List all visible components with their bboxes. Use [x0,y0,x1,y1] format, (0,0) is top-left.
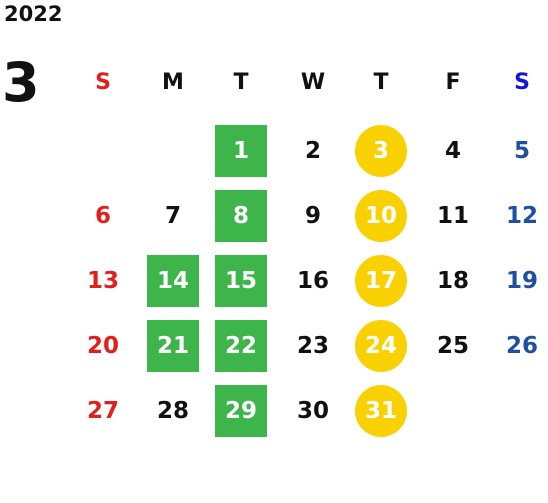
day-cell[interactable]: 20 [86,333,119,359]
day-cell[interactable]: 13 [86,268,119,294]
day-cell[interactable]: 4 [444,138,461,164]
day-cell[interactable]: 26 [505,333,538,359]
day-cell[interactable]: 28 [156,398,189,424]
day-cell[interactable]: 12 [505,203,538,229]
weekday-header: T [233,69,249,95]
day-cell[interactable]: 6 [94,203,111,229]
weekday-header: M [162,69,184,95]
weekday-header: F [445,69,461,95]
day-cell[interactable]: 22 [215,320,267,372]
weekday-header: S [514,69,530,95]
day-cell[interactable]: 9 [304,203,321,229]
day-cell[interactable]: 15 [215,255,267,307]
day-cell[interactable]: 2 [304,138,321,164]
day-cell[interactable]: 17 [355,255,407,307]
day-cell[interactable]: 24 [355,320,407,372]
day-cell[interactable]: 29 [215,385,267,437]
weekday-header: T [373,69,389,95]
month-number: 3 [2,51,40,114]
day-cell[interactable]: 10 [355,190,407,242]
day-cell[interactable]: 3 [355,125,407,177]
day-cell[interactable]: 8 [215,190,267,242]
day-cell[interactable]: 14 [147,255,199,307]
weekday-header: S [95,69,111,95]
day-cell[interactable]: 18 [436,268,469,294]
day-cell[interactable]: 19 [505,268,538,294]
day-cell[interactable]: 7 [164,203,181,229]
day-cell[interactable]: 23 [296,333,329,359]
weekday-header: W [300,69,326,95]
day-cell[interactable]: 27 [86,398,119,424]
day-cell[interactable]: 25 [436,333,469,359]
day-cell[interactable]: 1 [215,125,267,177]
year-label: 2022 [4,2,63,26]
day-cell[interactable]: 30 [296,398,329,424]
day-cell[interactable]: 11 [436,203,469,229]
day-cell[interactable]: 5 [513,138,530,164]
day-cell[interactable]: 31 [355,385,407,437]
day-cell[interactable]: 16 [296,268,329,294]
day-cell[interactable]: 21 [147,320,199,372]
